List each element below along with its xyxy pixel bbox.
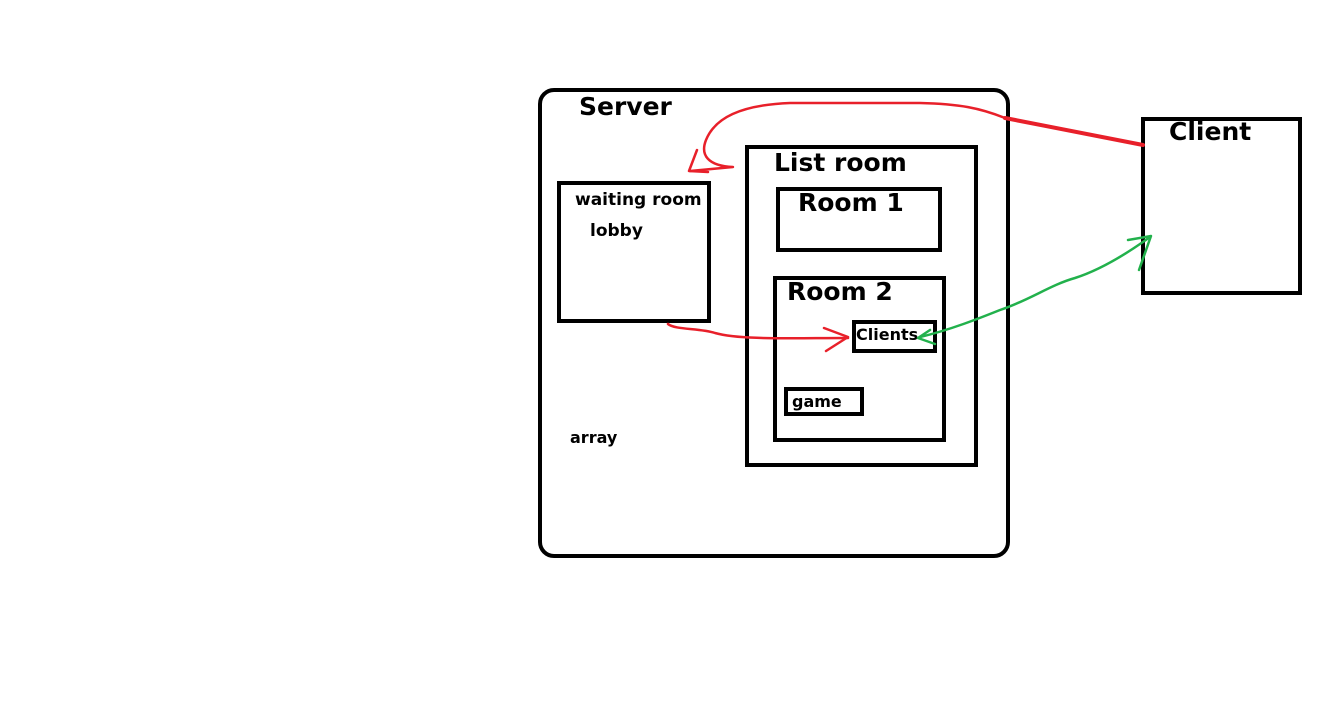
- waiting-room-box: [557, 181, 711, 323]
- connect-arrow-line: [1003, 116, 1145, 147]
- room2-box: [773, 276, 946, 442]
- client-label: Client: [1169, 117, 1252, 146]
- room1-label: Room 1: [798, 188, 904, 217]
- game-box: [784, 387, 864, 416]
- server-label: Server: [579, 92, 672, 121]
- waiting-room-label: waiting room: [575, 190, 702, 210]
- client-box: [1141, 117, 1302, 295]
- clients-label: Clients: [856, 325, 919, 344]
- room2-label: Room 2: [787, 277, 893, 306]
- room1-box: [776, 187, 942, 252]
- list-room-label: List room: [774, 148, 907, 177]
- lobby-label: lobby: [590, 221, 643, 241]
- array-label: array: [570, 428, 618, 447]
- game-label: game: [792, 392, 842, 411]
